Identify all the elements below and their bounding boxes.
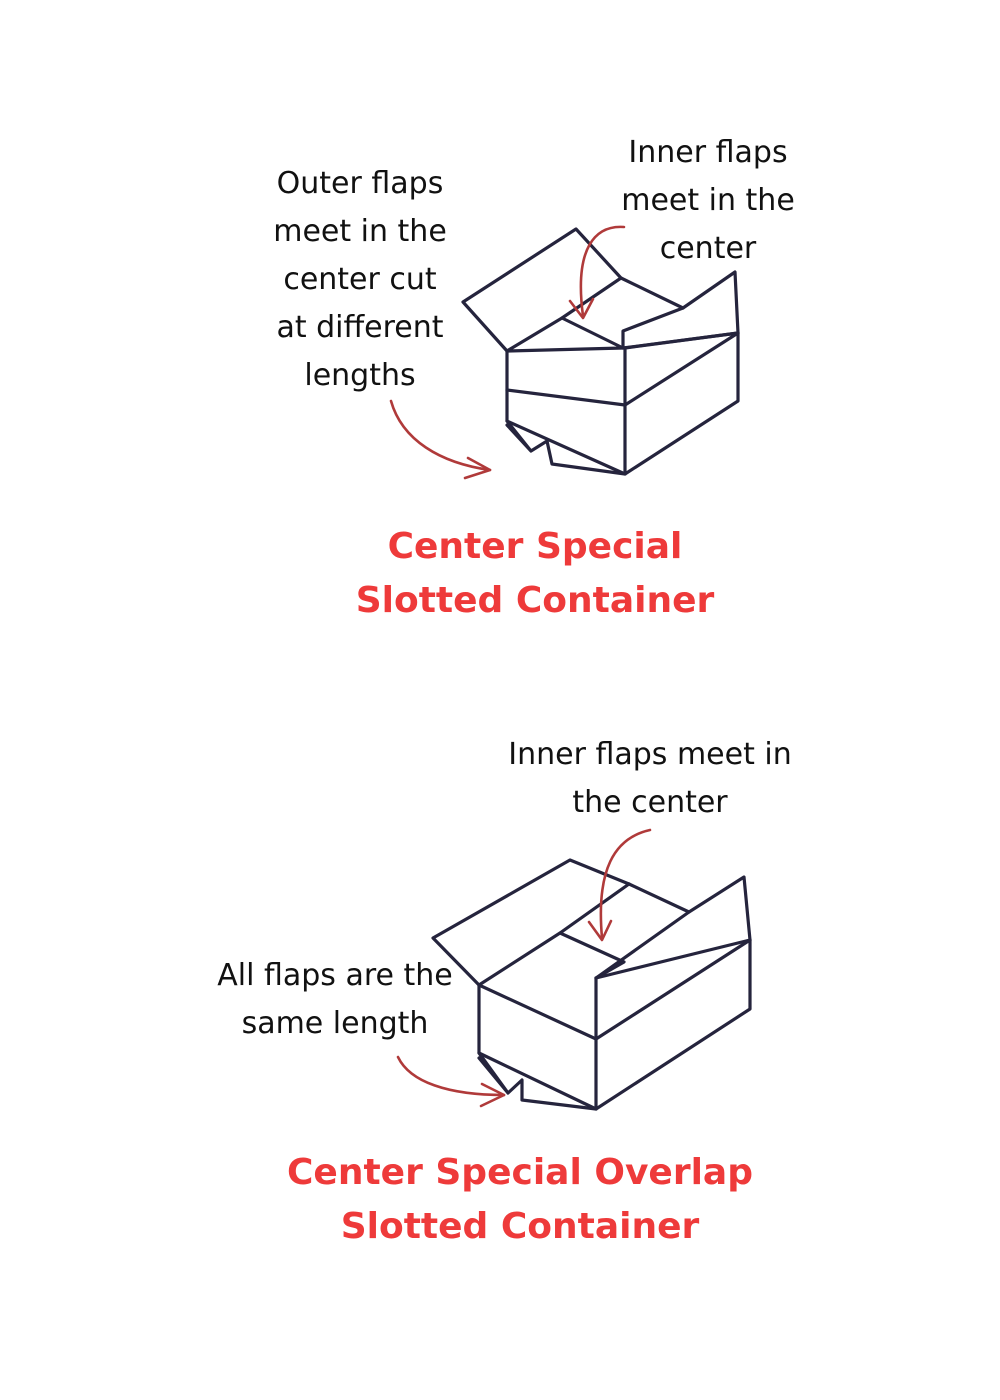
note-line: Inner flaps bbox=[628, 135, 788, 170]
title-line: Center Special bbox=[387, 526, 683, 567]
csc-outer-flaps-arrowhead bbox=[463, 456, 492, 480]
csosc-right-outer-flap bbox=[594, 875, 752, 980]
note-line: Inner flaps meet in bbox=[508, 737, 792, 772]
csc-inner-flap-center-line bbox=[560, 276, 623, 320]
csc-arrows bbox=[389, 225, 626, 480]
note-line: same length bbox=[241, 1006, 429, 1041]
csc-outer-flaps-note: Outer flaps meet in the center cut at di… bbox=[245, 160, 475, 400]
csc-bottom-flaps bbox=[505, 419, 627, 476]
csosc-arrows bbox=[396, 828, 652, 1108]
csosc-inner-flaps-note: Inner flaps meet in the center bbox=[485, 731, 815, 827]
title-line: Slotted Container bbox=[355, 580, 715, 621]
csc-left-outer-flap bbox=[461, 227, 623, 353]
csosc-all-flaps-arrowhead bbox=[479, 1082, 506, 1108]
csosc-bottom-flaps bbox=[477, 1051, 598, 1111]
csc-box-outline bbox=[461, 227, 740, 476]
note-line: center bbox=[659, 231, 757, 266]
csosc-back-inner-flap bbox=[627, 882, 691, 914]
note-line: Outer flaps bbox=[276, 166, 444, 201]
note-line: center cut bbox=[283, 262, 437, 297]
csc-outer-flaps-arrow bbox=[389, 399, 492, 472]
csc-inner-flaps-arrowhead bbox=[568, 297, 595, 320]
note-line: meet in the bbox=[621, 183, 795, 218]
csc-title: Center Special Slotted Container bbox=[300, 520, 770, 628]
note-line: All flaps are the bbox=[217, 958, 453, 993]
csosc-all-flaps-note: All flaps are the same length bbox=[190, 952, 480, 1048]
note-line: the center bbox=[572, 785, 728, 820]
csc-back-inner-flap bbox=[619, 276, 685, 310]
csc-middle-fold bbox=[505, 331, 740, 407]
csosc-inner-flaps-arrowhead bbox=[587, 919, 613, 942]
csosc-left-outer-flap bbox=[431, 858, 631, 987]
note-line: lengths bbox=[304, 358, 416, 393]
csosc-inner-flaps-arrow bbox=[599, 828, 652, 940]
note-line: meet in the bbox=[273, 214, 447, 249]
csc-inner-flaps-note: Inner flaps meet in the center bbox=[598, 129, 818, 273]
csosc-box-outline bbox=[431, 858, 752, 1111]
csc-top-opening bbox=[505, 316, 625, 353]
csosc-inner-flap-center-line bbox=[558, 882, 631, 935]
csosc-middle-fold bbox=[477, 938, 752, 1041]
title-line: Slotted Container bbox=[340, 1206, 700, 1247]
csosc-title: Center Special Overlap Slotted Container bbox=[265, 1146, 775, 1254]
note-line: at different bbox=[276, 310, 444, 345]
csc-inner-flaps-arrow bbox=[579, 225, 626, 318]
csosc-all-flaps-arrow bbox=[396, 1055, 506, 1097]
title-line: Center Special Overlap bbox=[287, 1152, 753, 1193]
